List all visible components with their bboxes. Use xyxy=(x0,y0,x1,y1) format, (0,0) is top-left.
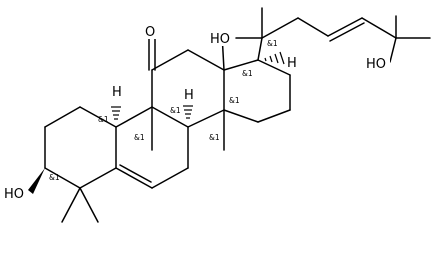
atom-label-oh-c20: HO xyxy=(210,32,230,47)
atom-label-oh-c25: HO xyxy=(366,57,386,72)
stereo-label-c3: &1 xyxy=(49,173,60,182)
hashed-bond-c8-h xyxy=(183,105,193,119)
label-mask xyxy=(208,31,234,46)
atom-label-h-c8: H xyxy=(184,88,194,103)
stereo-label-c14: &1 xyxy=(209,133,220,142)
bond-lines xyxy=(44,7,431,223)
stereo-descriptors: &1 &1 &1 &1 &1 &1 &1 &1 xyxy=(49,39,278,182)
stereo-label-c17: &1 xyxy=(242,69,253,78)
hashed-bond-c17-h xyxy=(264,51,285,65)
stereo-label-c8: &1 xyxy=(170,106,181,115)
label-mask xyxy=(364,56,390,71)
atom-label-h-c9: H xyxy=(112,85,122,100)
stereo-label-c9: &1 xyxy=(98,115,109,124)
label-mask xyxy=(141,24,161,39)
atom-labels: O HO HO HO H H H xyxy=(2,24,390,202)
atom-label-h-c17: H xyxy=(287,56,297,71)
stereo-label-c20: &1 xyxy=(267,39,278,48)
stereo-label-c10: &1 xyxy=(134,133,145,142)
stereo-label-c13: &1 xyxy=(229,96,240,105)
wedge-bond-c3-oh xyxy=(28,168,45,194)
atom-label-oh-c3: HO xyxy=(4,187,24,202)
stereo-bonds xyxy=(28,51,285,194)
hashed-bond-c9-h xyxy=(111,106,121,120)
label-mask xyxy=(2,186,26,201)
atom-label-ketone-o: O xyxy=(145,25,155,40)
